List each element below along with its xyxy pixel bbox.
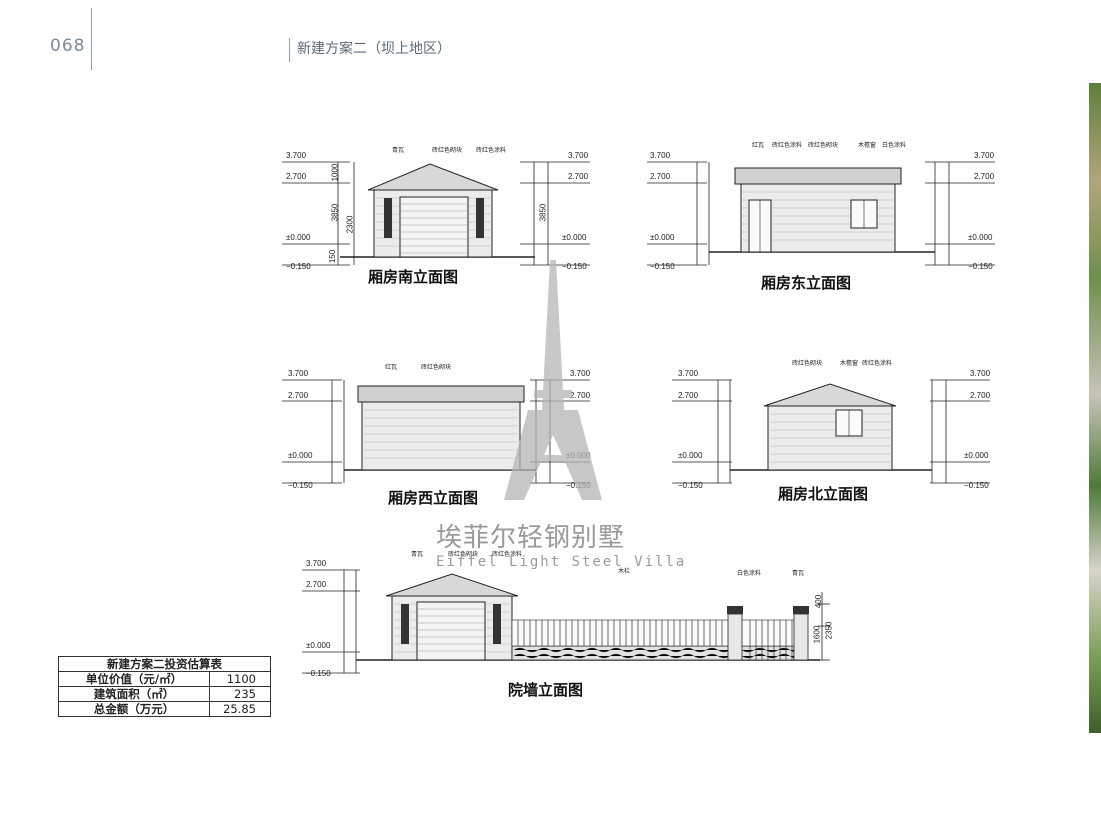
east-note-4: 木檐窗	[858, 142, 877, 149]
west-level-ground-left: ±0.000	[288, 451, 313, 460]
east-level-base-right: −0.150	[968, 262, 993, 271]
east-elevation-drawing	[647, 161, 995, 266]
east-elevation-caption: 厢房东立面图	[761, 274, 852, 292]
header-divider	[91, 8, 92, 70]
level-eave-right: 2.700	[568, 172, 589, 181]
yard-wall-elevation-drawing	[302, 569, 830, 674]
north-level-ground-right: ±0.000	[964, 451, 989, 460]
yard-fence	[511, 606, 809, 661]
north-level-ground-left: ±0.000	[678, 451, 703, 460]
south-note-3: 砖红色涂料	[476, 147, 507, 154]
level-base-left: −0.150	[286, 262, 311, 271]
south-elevation-caption: 厢房南立面图	[368, 268, 459, 286]
east-note-2: 砖红色涂料	[772, 142, 803, 149]
east-level-ground-right: ±0.000	[968, 233, 993, 242]
north-level-base-left: −0.150	[678, 481, 703, 490]
section-title: 新建方案二（坝上地区）	[297, 41, 451, 57]
investment-estimate-table: 新建方案二投资估算表 单位价值（元/㎡） 1100 建筑面积（㎡） 235 总金…	[58, 656, 271, 717]
east-level-base-left: −0.150	[650, 262, 675, 271]
south-elevation-drawing	[282, 161, 590, 266]
yard-note-3: 砖红色涂料	[492, 551, 523, 558]
west-level-eave-left: 2.700	[288, 391, 309, 400]
eiffel-tower-watermark-icon	[504, 260, 602, 500]
table-title: 新建方案二投资估算表	[58, 656, 271, 672]
side-photo-strip	[1089, 83, 1101, 733]
yard-gatehouse	[385, 573, 519, 661]
row-value: 1100	[209, 671, 271, 687]
west-building	[357, 385, 525, 471]
table-header-row: 新建方案二投资估算表	[58, 656, 271, 672]
north-note-1: 砖红色砌块	[792, 360, 823, 367]
west-level-eave-right: 2.700	[570, 391, 591, 400]
north-level-eave-right: 2.700	[970, 391, 991, 400]
dim-3850-right: 3850	[538, 203, 548, 222]
east-note-3: 砖红色砌块	[808, 142, 839, 149]
south-note-1: 青瓦	[392, 147, 405, 154]
dim-150: 150	[328, 249, 338, 264]
level-top-right: 3.700	[568, 151, 589, 160]
yard-note-6: 青瓦	[792, 570, 805, 577]
north-note-2: 木檐窗	[840, 360, 859, 367]
title-divider	[289, 38, 290, 62]
north-level-top-right: 3.700	[970, 369, 991, 378]
row-value: 235	[209, 686, 271, 702]
yard-level-eave: 2.700	[306, 580, 327, 589]
north-level-top-left: 3.700	[678, 369, 699, 378]
east-level-top-left: 3.700	[650, 151, 671, 160]
row-value: 25.85	[209, 701, 271, 717]
yard-note-5: 白色涂料	[737, 570, 762, 577]
south-note-2: 砖红色砌块	[432, 147, 463, 154]
yard-wall-elevation-caption: 院墙立面图	[508, 681, 584, 699]
level-base-right: −0.150	[562, 262, 587, 271]
north-building	[763, 383, 897, 471]
yard-note-2: 砖红色砌块	[448, 551, 479, 558]
yard-note-4: 木栏	[618, 568, 631, 575]
north-level-eave-left: 2.700	[678, 391, 699, 400]
yard-dim-2350: 2350	[824, 621, 834, 640]
dim-2300: 2300	[345, 215, 355, 234]
level-top-left: 3.700	[286, 151, 307, 160]
watermark-cn: 埃菲尔轻钢别墅	[436, 523, 626, 553]
south-building	[367, 163, 499, 258]
west-level-top-left: 3.700	[288, 369, 309, 378]
table-row: 建筑面积（㎡） 235	[58, 686, 271, 702]
yard-dim-400: 400	[814, 594, 824, 609]
east-note-1: 红瓦	[752, 142, 765, 149]
east-building	[734, 167, 902, 253]
row-label: 建筑面积（㎡）	[58, 686, 210, 702]
yard-level-ground: ±0.000	[306, 641, 331, 650]
west-level-base-left: −0.150	[288, 481, 313, 490]
north-level-base-right: −0.150	[964, 481, 989, 490]
level-eave-left: 2.700	[286, 172, 307, 181]
east-level-ground-left: ±0.000	[650, 233, 675, 242]
east-level-eave-right: 2.700	[974, 172, 995, 181]
dim-3850: 3850	[330, 203, 340, 222]
level-ground-left: ±0.000	[286, 233, 311, 242]
watermark-en: Eiffel Light Steel Villa	[436, 554, 687, 570]
row-label: 总金额（万元）	[58, 701, 210, 717]
west-elevation-caption: 厢房西立面图	[388, 489, 479, 507]
north-note-3: 砖红色涂料	[862, 360, 893, 367]
west-note-2: 砖红色砌块	[421, 364, 452, 371]
row-label: 单位价值（元/㎡）	[58, 671, 210, 687]
north-elevation-caption: 厢房北立面图	[778, 485, 869, 503]
west-level-top-right: 3.700	[570, 369, 591, 378]
east-level-top-right: 3.700	[974, 151, 995, 160]
west-note-1: 红瓦	[385, 364, 398, 371]
east-level-eave-left: 2.700	[650, 172, 671, 181]
table-row: 总金额（万元） 25.85	[58, 701, 271, 717]
yard-level-base: −0.150	[306, 669, 331, 678]
yard-dim-1600: 1600	[812, 625, 822, 644]
page-number: 068	[50, 36, 86, 56]
north-elevation-drawing	[672, 379, 990, 484]
yard-note-1: 青瓦	[411, 551, 424, 558]
yard-level-top: 3.700	[306, 559, 327, 568]
east-note-5: 白色涂料	[882, 142, 907, 149]
level-ground-right: ±0.000	[562, 233, 587, 242]
dim-1000: 1000	[330, 163, 340, 182]
table-row: 单位价值（元/㎡） 1100	[58, 671, 271, 687]
